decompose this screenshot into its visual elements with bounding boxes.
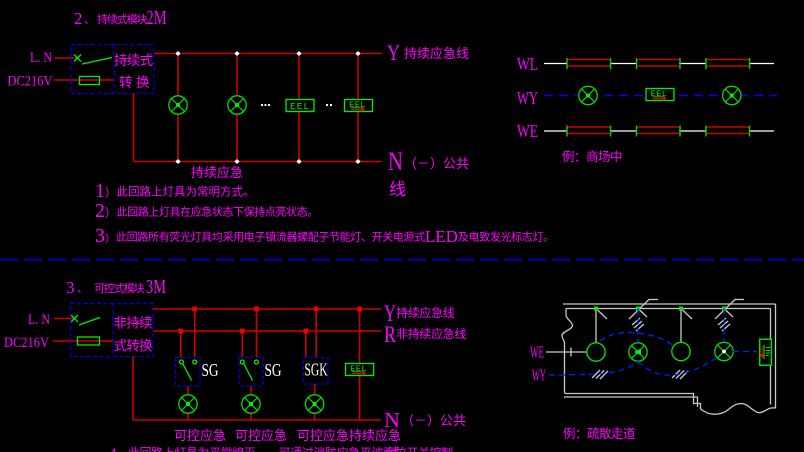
svg-text:R: R — [384, 322, 397, 347]
svg-text:可控应急: 可控应急 — [174, 428, 226, 443]
svg-text:3M: 3M — [146, 277, 166, 298]
svg-text:SG: SG — [265, 360, 282, 380]
svg-text:3: 3 — [66, 278, 75, 297]
svg-text:WE: WE — [530, 343, 544, 362]
svg-text:（－）公共: （－）公共 — [401, 413, 466, 428]
svg-text:可控式模块: 可控式模块 — [94, 281, 145, 295]
svg-text:、: 、 — [77, 283, 88, 295]
svg-text:WE: WE — [517, 121, 538, 141]
svg-text:SG: SG — [202, 360, 219, 380]
svg-text:持续应急: 持续应急 — [191, 165, 243, 180]
svg-text:4、此回路上灯具为平常熄灭 可通过消防应急平波强拉开关控制: 4、此回路上灯具为平常熄灭 可通过消防应急平波强拉开关控制 — [110, 445, 453, 452]
svg-text:2M: 2M — [147, 8, 167, 29]
svg-text:、: 、 — [84, 14, 95, 26]
svg-text:N: N — [388, 147, 403, 176]
svg-text:N: N — [384, 408, 400, 432]
svg-text:可控应急: 可控应急 — [235, 428, 287, 443]
svg-text:持续式模块: 持续式模块 — [97, 12, 148, 26]
svg-text:WY: WY — [532, 366, 546, 385]
svg-text:可控应急持续应急: 可控应急持续应急 — [297, 428, 401, 443]
svg-text:Y: Y — [387, 40, 400, 65]
svg-text:持续应急线: 持续应急线 — [404, 46, 469, 61]
svg-text:SGK: SGK — [305, 360, 328, 380]
svg-text:持续应急线: 持续应急线 — [396, 305, 455, 320]
svg-text:转换: 转换 — [119, 75, 153, 90]
svg-text:DC216V: DC216V — [4, 335, 49, 351]
svg-text:WY: WY — [517, 88, 538, 108]
svg-text:非持续应急线: 非持续应急线 — [396, 326, 467, 341]
svg-text:L. N: L. N — [30, 50, 52, 66]
svg-text:线: 线 — [389, 180, 406, 199]
svg-text:Y: Y — [384, 301, 396, 326]
svg-text:式转换: 式转换 — [114, 339, 154, 354]
svg-text:例：疏散走道: 例：疏散走道 — [563, 426, 636, 441]
svg-text:例：商场中: 例：商场中 — [562, 149, 622, 164]
svg-text:DC216V: DC216V — [8, 74, 53, 90]
svg-text:非持续: 非持续 — [114, 316, 153, 331]
svg-text:2）此回路上灯具在应急状态下保持点亮状态。: 2）此回路上灯具在应急状态下保持点亮状态。 — [95, 200, 318, 222]
svg-text:持续式: 持续式 — [114, 53, 154, 68]
svg-text:（－）公共: （－）公共 — [404, 156, 469, 171]
svg-text:3）此回路所有荧光灯具均采用电子镇流器螺配子节能灯、开关电源: 3）此回路所有荧光灯具均采用电子镇流器螺配子节能灯、开关电源式LED及电致发光标… — [95, 225, 554, 247]
svg-text:1）此回路上灯具为常明方式。: 1）此回路上灯具为常明方式。 — [95, 180, 255, 202]
svg-text:线: 线 — [386, 446, 401, 452]
svg-text:WL: WL — [517, 54, 538, 74]
svg-text:L. N: L. N — [28, 312, 50, 328]
svg-text:2: 2 — [74, 9, 83, 28]
